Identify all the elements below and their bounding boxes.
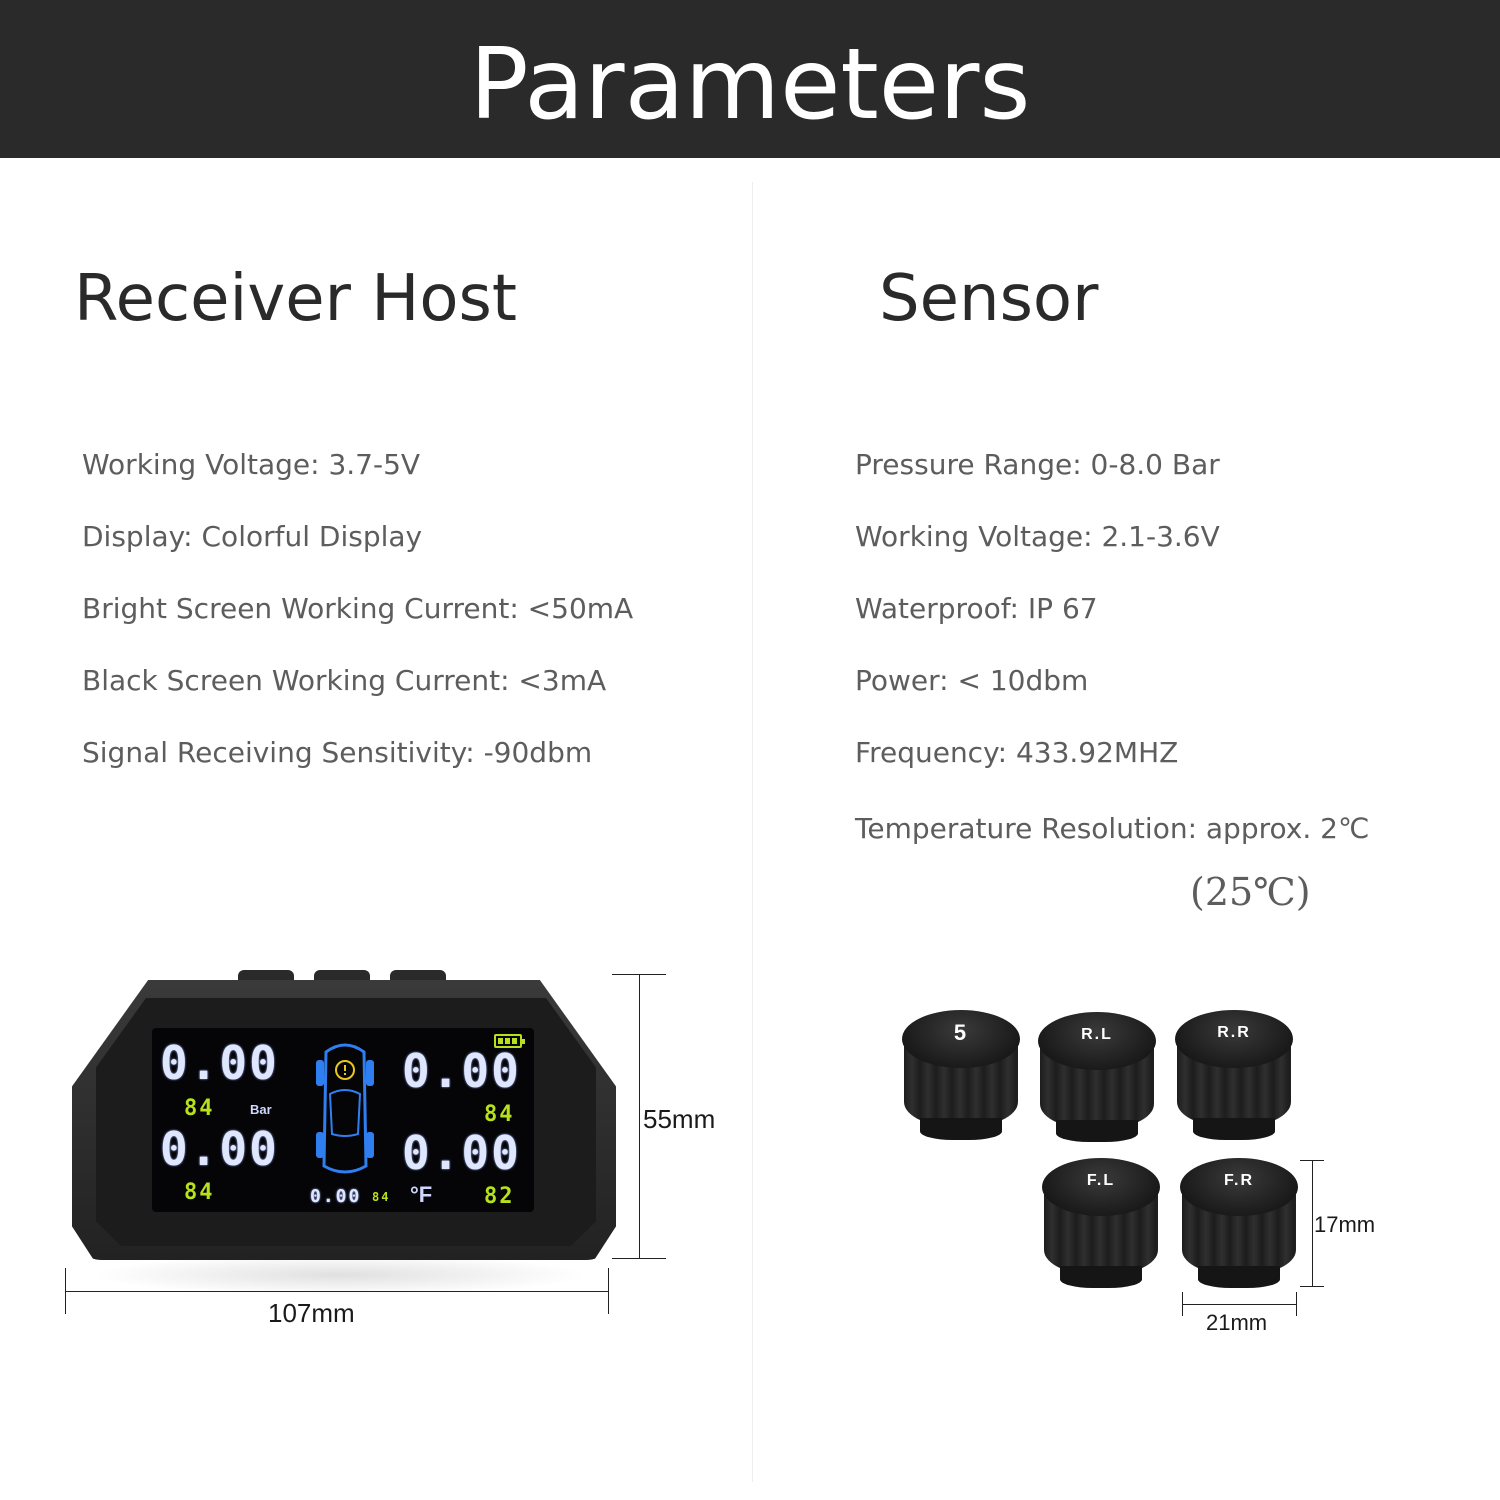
width-dim-line [65, 1291, 608, 1292]
receiver-spec-display: Display: Colorful Display [82, 520, 423, 553]
temp-unit-label: °F [410, 1182, 433, 1207]
sensor-spec-pressure-range: Pressure Range: 0-8.0 Bar [855, 448, 1220, 481]
rear-right-pressure: 0.00 [402, 1126, 521, 1180]
battery-icon [494, 1034, 525, 1048]
height-dim-tick-bottom [612, 1258, 666, 1259]
host-button-1 [238, 970, 294, 982]
receiver-spec-bright-current: Bright Screen Working Current: <50mA [82, 592, 634, 625]
sensor-spec-waterproof: Waterproof: IP 67 [855, 592, 1098, 625]
sensor-cap-label: R.R [1217, 1024, 1251, 1041]
sensor-width-label: 21mm [1206, 1310, 1268, 1335]
sensor-title: Sensor [879, 262, 1099, 336]
lcd-screen: 0.00 84 Bar 0.00 84 0.00 84 0.00 82 0.00… [152, 1028, 534, 1212]
sensor-cap-label: F.R [1224, 1172, 1254, 1189]
sensor-cap-label: 5 [953, 1020, 969, 1045]
sensor-height-label: 17mm [1314, 1212, 1376, 1237]
pressure-unit-label: Bar [250, 1102, 272, 1117]
sensor-spec-temp-resolution: Temperature Resolution: approx. 2℃ [855, 812, 1370, 845]
receiver-host-title: Receiver Host [74, 262, 517, 336]
host-button-2 [314, 970, 370, 982]
receiver-spec-voltage: Working Voltage: 3.7-5V [82, 448, 421, 481]
width-dim-tick-right [608, 1268, 609, 1314]
header-banner: Parameters [0, 0, 1500, 158]
sensor-spec-temp-note: (25℃) [1190, 870, 1311, 914]
host-height-label: 55mm [643, 1104, 716, 1134]
sensor-spec-voltage: Working Voltage: 2.1-3.6V [855, 520, 1220, 553]
sensor-rear-left: R.L [1038, 1012, 1156, 1142]
column-divider [752, 182, 753, 1482]
sensor-cap-label: R.L [1081, 1026, 1113, 1043]
sensor-front-left: F.L [1042, 1158, 1160, 1288]
host-shadow [90, 1255, 590, 1295]
sensor-rear-right: R.R [1175, 1010, 1293, 1140]
front-left-temp: 84 [184, 1096, 215, 1121]
host-width-label: 107mm [268, 1298, 355, 1328]
sensor-spare: 5 [902, 1010, 1020, 1140]
car-icon [316, 1043, 374, 1174]
spare-temp: 84 [372, 1190, 391, 1204]
page-title: Parameters [469, 28, 1031, 142]
sensor-width-tick-right [1296, 1292, 1297, 1316]
rear-left-pressure: 0.00 [160, 1122, 279, 1176]
sensor-front-right: F.R [1180, 1158, 1298, 1288]
rear-right-temp: 82 [484, 1184, 515, 1209]
sensor-cap-label: F.L [1086, 1172, 1116, 1189]
rear-left-temp: 84 [184, 1180, 215, 1205]
sensor-spec-power: Power: < 10dbm [855, 664, 1089, 697]
receiver-spec-sensitivity: Signal Receiving Sensitivity: -90dbm [82, 736, 593, 769]
spare-pressure: 0.00 [310, 1186, 362, 1207]
sensor-height-line [1312, 1160, 1313, 1286]
front-right-temp: 84 [484, 1102, 515, 1127]
height-dim-line [639, 974, 640, 1258]
sensor-spec-frequency: Frequency: 433.92MHZ [855, 736, 1179, 769]
sensor-height-tick-bottom [1300, 1286, 1324, 1287]
front-left-pressure: 0.00 [160, 1036, 279, 1090]
front-right-pressure: 0.00 [402, 1044, 521, 1098]
sensor-width-line [1182, 1304, 1296, 1305]
receiver-spec-black-current: Black Screen Working Current: <3mA [82, 664, 607, 697]
host-button-3 [390, 970, 446, 982]
